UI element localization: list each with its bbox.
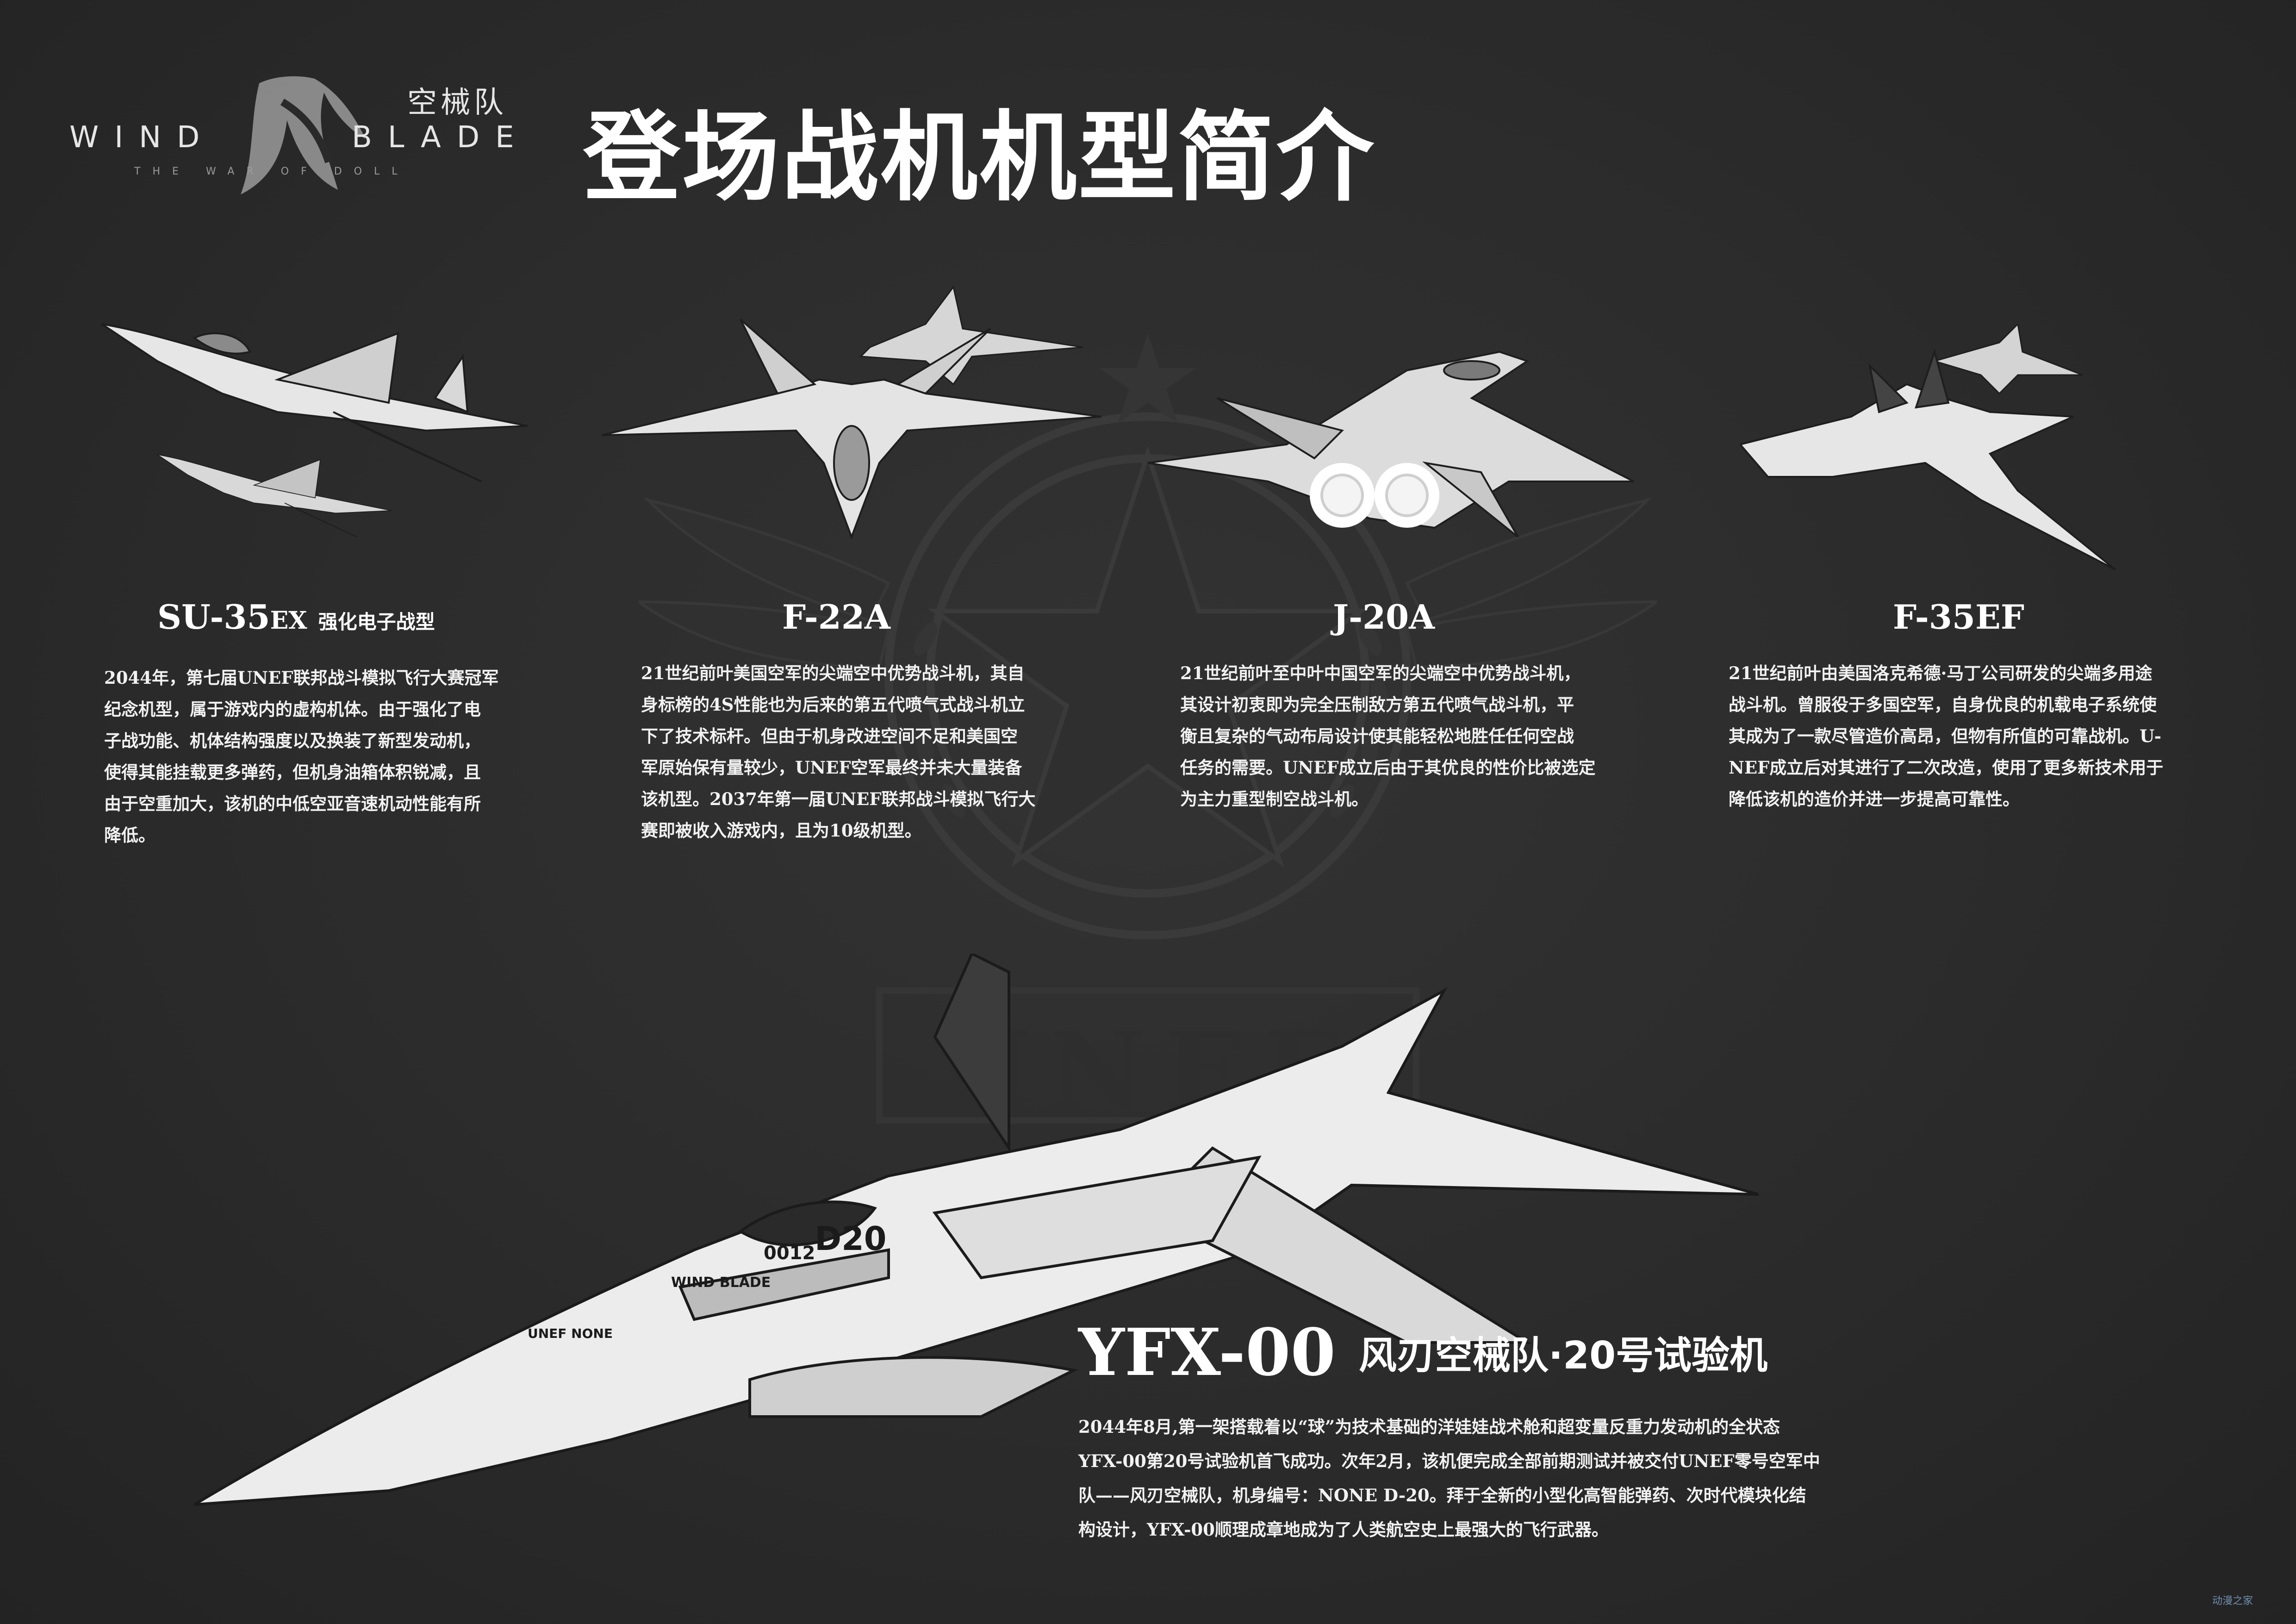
su35-desc-line: 由于空重加大，该机的中低空亚音速机动性能有所 [104,793,481,814]
page-title: 登场战机机型简介 [583,101,1376,214]
yfx00-desc-line: 队——风刃空械队，机身编号：NONE D-20。拜于全新的小型化高智能弹药、次时… [1078,1485,1806,1505]
logo-subtitle: THE WAR OF DOLL [134,166,410,177]
f35-desc-line: NEF成立后对其进行了二次改造，使用了更多新技术用于 [1729,757,2164,778]
j20-desc-line: 为主力重型制空战斗机。 [1180,789,1369,809]
wings-icon [639,497,1657,668]
f22-desc-line: 下了技术标杆。但由于机身改进空间不足和美国空 [641,726,1018,746]
f22-description: 21世纪前叶美国空军的尖端空中优势战斗机，其自 身标榜的4S性能也为后来的第五代… [641,657,1085,846]
j20-description: 21世纪前叶至中叶中国空军的尖端空中优势战斗机， 其设计初衷即为完全压制敌方第五… [1180,657,1652,815]
laurel-wreath-icon [907,622,1388,818]
yfx00-desc-line: 2044年8月,第一架搭载着以“球”为技术基础的洋娃娃战术舱和超变量反重力发动机… [1078,1417,1780,1437]
su35-suffix: EX [270,606,307,635]
su35-desc-line: 使得其能挂载更多弹药，但机身油箱体积锐减，且 [104,762,481,782]
f22-desc-line: 21世纪前叶美国空军的尖端空中优势战斗机，其自 [641,663,1025,683]
f35-description: 21世纪前叶由美国洛克希德·马丁公司研发的尖端多用途 战斗机。曾服役于多国空军，… [1729,657,2228,815]
j20-desc-line: 其设计初衷即为完全压制敌方第五代喷气战斗机，平 [1180,694,1574,715]
yfx00-markings: D20 0012 WIND BLADE UNEF NONE [528,1220,887,1341]
j20-title: J-20A [1333,597,1435,637]
j20-desc-line: 衡且复杂的气动布局设计使其能轻松地胜任任何空战 [1180,726,1574,746]
f22-desc-line: 赛即被收入游戏内，且为10级机型。 [641,820,922,841]
f35-jet-wingman [1932,324,2083,395]
yfx00-illustration: D20 0012 WIND BLADE UNEF NONE [194,954,1759,1532]
f35-illustration [1740,324,2120,574]
j20-jet [1148,350,1634,537]
f22-title: F-22A [782,597,890,637]
su35-jet-lead [102,323,528,482]
su35-desc-line: 降低。 [104,825,156,845]
yfx00-marking-d20: D20 [815,1220,887,1258]
yfx00-description: 2044年8月,第一架搭载着以“球”为技术基础的洋娃娃战术舱和超变量反重力发动机… [1078,1410,2152,1547]
j20-desc-line: 任务的需要。UNEF成立后由于其优良的性价比被选定 [1180,757,1596,778]
f35-title: F-35EF [1893,597,2024,637]
j20-engine-glow [1310,463,1439,528]
logo-wind-text: WIND [69,120,216,155]
logo-cn-text: 空械队 [407,86,507,120]
f35-desc-line: 21世纪前叶由美国洛克希德·马丁公司研发的尖端多用途 [1729,663,2153,683]
f22-illustration [602,278,1101,546]
f22-desc-line: 身标榜的4S性能也为后来的第五代喷气式战斗机立 [641,694,1025,715]
f35-desc-line: 战斗机。曾服役于多国空军，自身优良的机载电子系统使 [1729,694,2157,715]
j20-illustration [1148,343,1634,537]
yfx00-name: YFX-00 [1078,1315,1336,1391]
feng-ren-calligraphy-icon [241,76,366,194]
su35-jet-wingman [157,454,392,537]
f22-desc-line: 军原始保有量较少，UNEF空军最终并未大量装备 [641,757,1022,778]
su35-desc-line: 子战功能、机体结构强度以及换装了新型发动机， [104,731,481,751]
su35-title: SU-35EX 强化电子战型 [157,597,435,637]
su35-desc-line: 纪念机型，属于游戏内的虚构机体。由于强化了电 [104,699,481,719]
star-icon [1099,333,1196,424]
f35-jet-lead [1740,349,2116,570]
yfx00-marking-serial: 0012 [764,1243,815,1264]
j20-desc-line: 21世纪前叶至中叶中国空军的尖端空中优势战斗机， [1180,663,1581,683]
emblem-ring-outer [884,412,1411,939]
site-watermark: 动漫之家 [2212,1595,2253,1607]
su35-name: SU-35 [157,597,270,637]
unef-emblem [639,333,1657,1124]
yfx00-marking-windblade: WIND BLADE [671,1274,771,1291]
f22-jet-wingman [859,285,1083,386]
yfx00-marking-unef: UNEF NONE [528,1326,613,1341]
yfx00-title: YFX-00 风刃空械队·20号试验机 [1078,1315,1767,1391]
su35-illustration [102,306,546,537]
yfx00-desc-line: YFX-00第20号试验机首飞成功。次年2月，该机便完成全部前期测试并被交付UN… [1078,1451,1820,1471]
su35-description: 2044年，第七届UNEF联邦战斗模拟飞行大赛冠军 纪念机型，属于游戏内的虚构机… [104,662,548,851]
f35-desc-line: 其成为了一款尽管造价高昂，但物有所值的可靠战机。U- [1729,726,2161,746]
f35-desc-line: 降低该机的造价并进一步提高可靠性。 [1729,789,2020,809]
f22-jet-lead [602,319,1101,540]
yfx00-tag: 风刃空械队·20号试验机 [1358,1334,1768,1378]
logo-blade-text: BLADE [352,120,530,155]
star-icon [927,446,1368,868]
f22-desc-line: 该机型。2037年第一届UNEF联邦战斗模拟飞行大 [641,789,1036,809]
yfx00-jet [194,954,1759,1506]
wind-blade-logo: WIND 空械队 BLADE THE WAR OF DOLL [65,60,551,199]
su35-desc-line: 2044年，第七届UNEF联邦战斗模拟飞行大赛冠军 [104,668,499,688]
su35-tag: 强化电子战型 [318,611,435,633]
yfx00-desc-line: 构设计，YFX-00顺理成章地成为了人类航空史上最强大的飞行武器。 [1078,1519,1609,1540]
